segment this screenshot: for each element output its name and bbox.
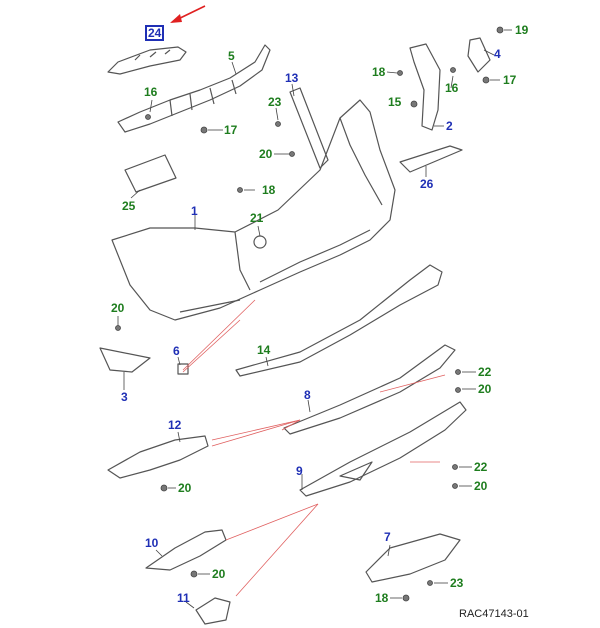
fastener-18a [237,187,243,193]
part-2-bracket [409,43,441,131]
label-part-26[interactable]: 26 [420,177,434,191]
fastener-20b [115,325,121,331]
leader-line [225,503,319,541]
label-part-18[interactable]: 18 [372,65,386,79]
fastener-23a [275,121,281,127]
fastener-20e [452,483,458,489]
label-part-20[interactable]: 20 [212,567,226,581]
leader-line [182,299,256,371]
label-part-23[interactable]: 23 [268,95,282,109]
fastener-22a [455,369,461,375]
part-6-clip [177,363,189,375]
label-part-1[interactable]: 1 [191,204,198,218]
label-part-13[interactable]: 13 [285,71,299,85]
part-5-harness [117,44,271,133]
label-part-4[interactable]: 4 [494,47,501,61]
fastener-20c [455,387,461,393]
fastener-20d [160,484,168,492]
fastener-20a [289,151,295,157]
part-21-grommet [253,235,267,249]
fastener-15 [410,100,418,108]
leader-line [182,319,241,373]
fastener-17a [200,126,208,134]
part-13-strip [289,87,329,169]
label-part-9[interactable]: 9 [296,464,303,478]
label-part-16[interactable]: 16 [445,81,459,95]
label-part-14[interactable]: 14 [257,343,271,357]
part-14-strip [235,264,443,377]
label-part-22[interactable]: 22 [474,460,488,474]
fastener-19 [496,26,504,34]
leader-line [211,419,301,447]
leader-line [281,419,301,431]
label-part-23[interactable]: 23 [450,576,464,590]
label-part-16[interactable]: 16 [144,85,158,99]
label-part-21[interactable]: 21 [250,211,264,225]
fastener-20f [190,570,198,578]
label-part-10[interactable]: 10 [145,536,159,550]
label-part-2[interactable]: 2 [446,119,453,133]
label-part-17[interactable]: 17 [224,123,238,137]
label-part-25[interactable]: 25 [122,199,136,213]
part-4-bracket [467,37,491,73]
label-part-6[interactable]: 6 [173,344,180,358]
fastener-16b [450,67,456,73]
part-9-skid [299,401,467,497]
part-3-reflector [99,347,151,373]
label-part-24[interactable]: 24 [145,25,165,41]
fastener-16a [145,114,151,120]
label-part-18[interactable]: 18 [375,591,389,605]
part-7-panel [365,533,461,583]
part-12-piece [107,435,209,479]
fastener-23b [427,580,433,586]
label-part-15[interactable]: 15 [388,95,402,109]
leader-line [379,374,446,393]
fastener-18d [402,594,410,602]
part-8-trim [283,344,456,435]
fastener-18b [397,70,403,76]
label-part-7[interactable]: 7 [384,530,391,544]
label-part-20[interactable]: 20 [259,147,273,161]
label-part-18[interactable]: 18 [262,183,276,197]
label-part-20[interactable]: 20 [178,481,192,495]
label-part-17[interactable]: 17 [503,73,517,87]
leader-line [211,419,301,441]
part-11-part [195,597,231,625]
label-part-20[interactable]: 20 [478,382,492,396]
part-24-bracket [107,46,187,75]
label-part-20[interactable]: 20 [474,479,488,493]
part-26-plate [399,145,463,173]
label-part-3[interactable]: 3 [121,390,128,404]
part-1-bumper [111,99,396,321]
fastener-22b [452,464,458,470]
label-part-8[interactable]: 8 [304,388,311,402]
label-part-12[interactable]: 12 [168,418,182,432]
label-part-22[interactable]: 22 [478,365,492,379]
part-10-piece [145,529,227,571]
diagram-reference-code: RAC47143-01 [459,608,529,620]
label-part-19[interactable]: 19 [515,23,529,37]
fastener-17b [482,76,490,84]
label-part-20[interactable]: 20 [111,301,125,315]
label-part-11[interactable]: 11 [177,591,190,605]
part-25-cover [124,154,177,193]
label-part-5[interactable]: 5 [228,49,235,63]
leader-line [235,503,319,597]
